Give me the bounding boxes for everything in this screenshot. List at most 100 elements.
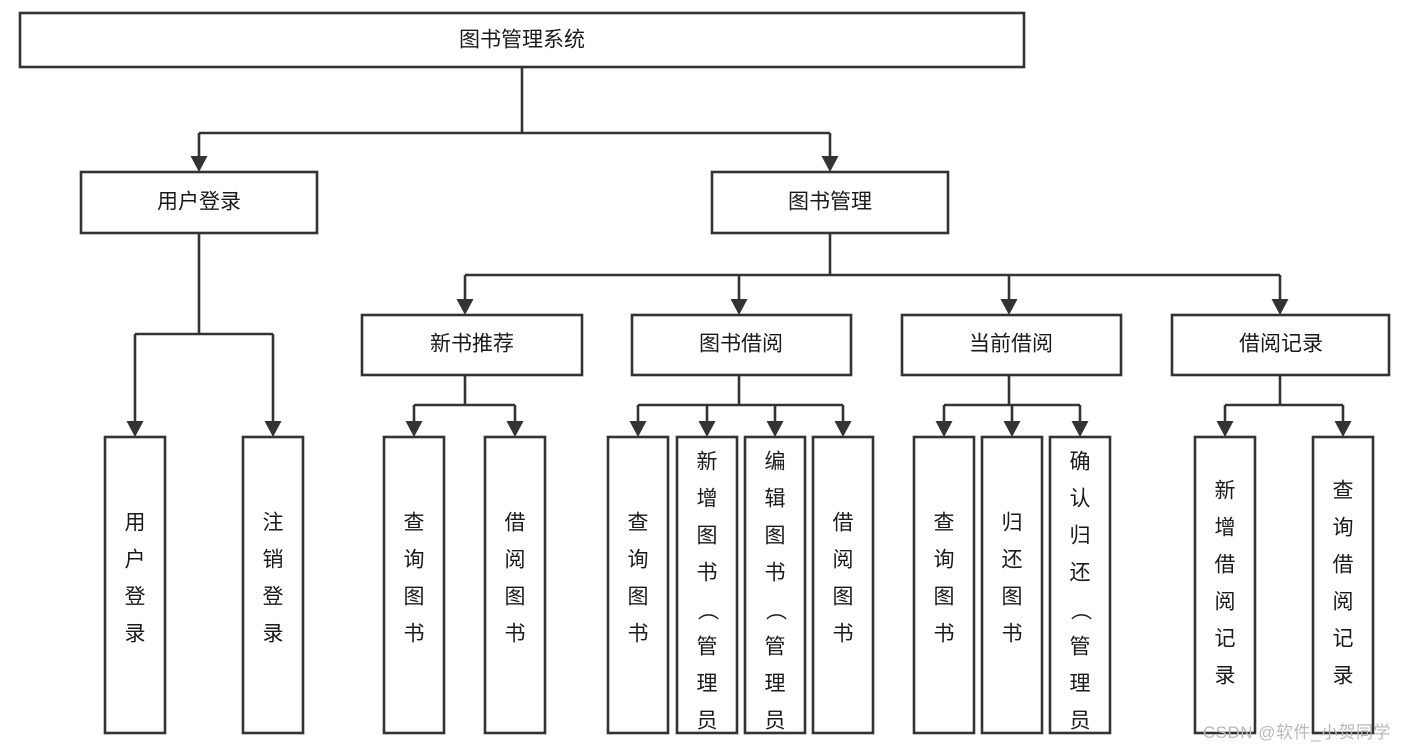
arrow-to-leaf-query-record bbox=[1334, 421, 1352, 437]
svg-text:记: 记 bbox=[1215, 628, 1236, 651]
svg-text:编: 编 bbox=[765, 451, 786, 474]
svg-text:图: 图 bbox=[697, 525, 718, 548]
svg-text:归: 归 bbox=[1002, 512, 1023, 535]
arrow-to-book-management bbox=[821, 156, 839, 172]
node-book-borrow-label: 图书借阅 bbox=[699, 333, 783, 356]
svg-text:（: （ bbox=[1069, 600, 1092, 621]
node-leaf-edit-book-box[interactable] bbox=[743, 435, 807, 735]
node-current-borrow-label: 当前借阅 bbox=[969, 333, 1053, 356]
svg-text:查: 查 bbox=[404, 512, 425, 535]
svg-text:阅: 阅 bbox=[833, 549, 854, 572]
node-borrow-record-box[interactable] bbox=[1170, 313, 1391, 377]
node-leaf-user-logout-box[interactable] bbox=[241, 435, 305, 735]
arrow-to-leaf-add-book bbox=[698, 421, 716, 437]
svg-text:归: 归 bbox=[1070, 525, 1091, 548]
arrow-to-leaf-user-logout bbox=[264, 421, 282, 437]
node-new-book-recommend-label: 新书推荐 bbox=[430, 333, 514, 356]
node-leaf-return-book-box[interactable] bbox=[980, 435, 1044, 735]
svg-text:查: 查 bbox=[934, 512, 955, 535]
svg-text:还: 还 bbox=[1070, 562, 1091, 585]
arrow-to-book-borrow bbox=[730, 299, 748, 315]
connector-root-to-level2 bbox=[190, 67, 839, 172]
node-leaf-query-book-3-box[interactable] bbox=[912, 435, 976, 735]
node-new-book-recommend-box[interactable] bbox=[360, 313, 584, 377]
svg-text:借: 借 bbox=[1215, 554, 1236, 577]
node-book-management-box[interactable] bbox=[710, 170, 950, 235]
svg-text:户: 户 bbox=[125, 549, 146, 572]
svg-text:确: 确 bbox=[1070, 451, 1091, 474]
svg-text:新: 新 bbox=[1215, 480, 1236, 503]
node-leaf-query-book-1-box[interactable] bbox=[382, 435, 446, 735]
svg-text:录: 录 bbox=[1333, 665, 1354, 688]
node-leaf-add-record-box[interactable] bbox=[1193, 435, 1257, 735]
arrow-to-borrow-record bbox=[1271, 299, 1289, 315]
node-user-login-box[interactable] bbox=[79, 170, 319, 235]
svg-text:新: 新 bbox=[697, 451, 718, 474]
node-leaf-user-login[interactable]: 用户登录 bbox=[103, 435, 167, 735]
node-borrow-record[interactable]: 借阅记录 bbox=[1170, 313, 1391, 377]
svg-text:阅: 阅 bbox=[505, 549, 526, 572]
svg-text:查: 查 bbox=[1333, 480, 1354, 503]
connector-newbook-to-leaves bbox=[405, 375, 524, 437]
node-leaf-borrow-book-1-box[interactable] bbox=[483, 435, 547, 735]
svg-text:员: 员 bbox=[697, 710, 718, 733]
svg-text:录: 录 bbox=[1215, 665, 1236, 688]
connector-userlogin-to-leaves bbox=[126, 233, 282, 437]
node-user-login[interactable]: 用户登录 bbox=[79, 170, 319, 235]
node-book-management[interactable]: 图书管理 bbox=[710, 170, 950, 235]
node-leaf-user-login-box[interactable] bbox=[103, 435, 167, 735]
node-root-box[interactable] bbox=[18, 11, 1026, 69]
node-book-borrow-box[interactable] bbox=[630, 313, 853, 377]
svg-text:员: 员 bbox=[765, 710, 786, 733]
node-current-borrow-box[interactable] bbox=[900, 313, 1123, 377]
arrow-to-leaf-query-book-1 bbox=[405, 421, 423, 437]
svg-text:认: 认 bbox=[1070, 488, 1091, 511]
connector-borrowrecord-to-leaves bbox=[1216, 375, 1352, 437]
node-book-borrow[interactable]: 图书借阅 bbox=[630, 313, 853, 377]
svg-text:增: 增 bbox=[1215, 517, 1236, 540]
svg-text:借: 借 bbox=[1333, 554, 1354, 577]
svg-text:图: 图 bbox=[934, 586, 955, 609]
svg-text:阅: 阅 bbox=[1215, 591, 1236, 614]
node-leaf-query-record-box[interactable] bbox=[1311, 435, 1375, 735]
node-leaf-borrow-book-2-box[interactable] bbox=[811, 435, 875, 735]
svg-text:理: 理 bbox=[765, 673, 786, 696]
svg-text:管: 管 bbox=[697, 636, 718, 659]
svg-text:销: 销 bbox=[263, 549, 284, 572]
arrow-to-user-login bbox=[190, 156, 208, 172]
svg-text:登: 登 bbox=[125, 586, 146, 609]
node-leaf-add-book-box[interactable] bbox=[675, 435, 739, 735]
node-leaf-query-book-2-box[interactable] bbox=[606, 435, 670, 735]
svg-text:管: 管 bbox=[765, 636, 786, 659]
node-root[interactable]: 图书管理系统 bbox=[18, 11, 1026, 69]
node-current-borrow[interactable]: 当前借阅 bbox=[900, 313, 1123, 377]
node-borrow-record-label: 借阅记录 bbox=[1239, 333, 1323, 356]
svg-text:记: 记 bbox=[1333, 628, 1354, 651]
node-leaf-confirm-return-box[interactable] bbox=[1048, 435, 1112, 735]
svg-text:增: 增 bbox=[697, 488, 718, 511]
node-user-login-label: 用户登录 bbox=[157, 191, 241, 214]
svg-text:（: （ bbox=[764, 600, 787, 621]
svg-text:询: 询 bbox=[628, 549, 649, 572]
node-new-book-recommend[interactable]: 新书推荐 bbox=[360, 313, 584, 377]
